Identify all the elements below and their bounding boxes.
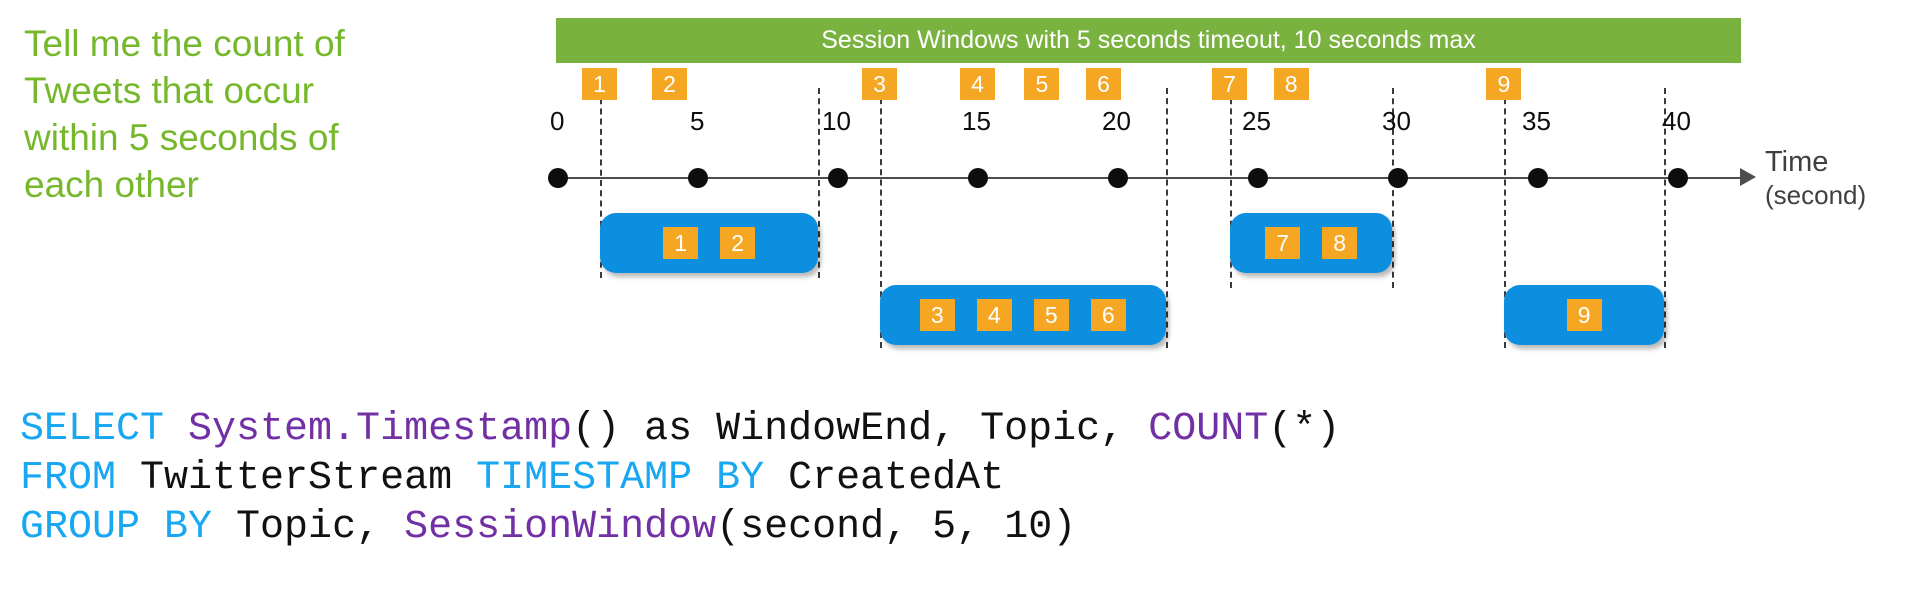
axis-dot-15 — [968, 168, 988, 188]
axis-tick-label-40: 40 — [1662, 106, 1691, 136]
sql-query-block: SELECT System.Timestamp() as WindowEnd, … — [20, 405, 1900, 552]
event-chip-6: 6 — [1086, 68, 1121, 100]
axis-dot-10 — [828, 168, 848, 188]
session-event-chip-8: 8 — [1322, 227, 1358, 259]
session-window-session-4: 9 — [1504, 285, 1664, 345]
axis-dot-5 — [688, 168, 708, 188]
sql-line-3: GROUP BY Topic, SessionWindow(second, 5,… — [20, 503, 1900, 552]
timeline-axis — [548, 177, 1748, 179]
prompt-text-block: Tell me the count of Tweets that occur wit… — [24, 20, 424, 208]
timeline-axis-label-sub: (second) — [1765, 180, 1867, 210]
session-event-chip-1: 1 — [663, 227, 699, 259]
sql-keyword: FROM — [20, 456, 141, 501]
event-chip-2: 2 — [652, 68, 687, 100]
boundary-line-3 — [880, 88, 882, 348]
sql-identifier: TwitterStream — [140, 456, 477, 501]
prompt-line-1: Tell me the count of — [24, 23, 345, 64]
axis-tick-label-30: 30 — [1382, 106, 1411, 136]
sql-function: System.Timestamp — [188, 407, 573, 452]
axis-dot-40 — [1668, 168, 1688, 188]
axis-tick-label-20: 20 — [1102, 106, 1131, 136]
axis-tick-label-25: 25 — [1242, 106, 1271, 136]
session-event-chip-7: 7 — [1265, 227, 1301, 259]
axis-dot-25 — [1248, 168, 1268, 188]
session-window-banner: Session Windows with 5 seconds timeout, … — [556, 18, 1741, 63]
session-window-banner-label: Session Windows with 5 seconds timeout, … — [821, 26, 1476, 54]
sql-function: COUNT — [1148, 407, 1269, 452]
sql-keyword: SELECT — [20, 407, 189, 452]
sql-line-2: FROM TwitterStream TIMESTAMP BY CreatedA… — [20, 454, 1900, 503]
axis-tick-label-0: 0 — [550, 106, 565, 136]
axis-tick-label-5: 5 — [690, 106, 705, 136]
axis-dot-30 — [1388, 168, 1408, 188]
session-event-chip-3: 3 — [919, 299, 955, 331]
event-chip-1: 1 — [582, 68, 617, 100]
timeline-axis-label-main: Time — [1765, 146, 1829, 178]
prompt-line-2: Tweets that occur — [24, 70, 314, 111]
prompt-line-4: each other — [24, 164, 199, 205]
boundary-line-4 — [1165, 88, 1168, 348]
session-event-chip-5: 5 — [1033, 299, 1069, 331]
sql-line-1: SELECT System.Timestamp() as WindowEnd, … — [20, 405, 1900, 454]
prompt-line-3: within 5 seconds of — [24, 117, 339, 158]
boundary-line-2 — [818, 88, 821, 278]
event-chip-9: 9 — [1486, 68, 1522, 100]
axis-dot-0 — [548, 168, 568, 188]
session-window-diagram: Session Windows with 5 seconds timeout, … — [548, 18, 1866, 348]
boundary-line-1 — [600, 88, 602, 278]
axis-tick-label-15: 15 — [962, 106, 991, 136]
sql-keyword: TIMESTAMP BY — [476, 456, 789, 501]
event-chip-3: 3 — [862, 68, 897, 100]
sql-keyword: GROUP BY — [20, 505, 237, 550]
timeline-arrow-icon — [1740, 168, 1756, 186]
event-chip-8: 8 — [1273, 68, 1309, 100]
sql-identifier: (*) — [1268, 407, 1341, 452]
sql-identifier: () as WindowEnd, Topic, — [572, 407, 1149, 452]
session-event-chip-6: 6 — [1090, 299, 1126, 331]
sql-identifier: Topic, — [236, 505, 405, 550]
sql-identifier: (second, 5, 10) — [716, 505, 1077, 550]
sql-function: SessionWindow — [404, 505, 717, 550]
boundary-line-8 — [1664, 88, 1666, 348]
boundary-line-6 — [1392, 88, 1395, 288]
boundary-line-7 — [1504, 88, 1507, 348]
axis-tick-label-10: 10 — [822, 106, 851, 136]
event-chip-4: 4 — [960, 68, 995, 100]
axis-dot-35 — [1528, 168, 1548, 188]
event-chip-7: 7 — [1212, 68, 1247, 100]
session-event-chip-9: 9 — [1566, 299, 1602, 331]
timeline-axis-label: Time (second) — [1765, 146, 1866, 212]
event-chip-5: 5 — [1024, 68, 1060, 100]
session-event-chip-2: 2 — [720, 227, 756, 259]
sql-identifier: CreatedAt — [788, 456, 1005, 501]
axis-tick-label-35: 35 — [1522, 106, 1551, 136]
axis-dot-20 — [1108, 168, 1128, 188]
session-event-chip-4: 4 — [976, 299, 1012, 331]
boundary-line-5 — [1230, 88, 1232, 288]
